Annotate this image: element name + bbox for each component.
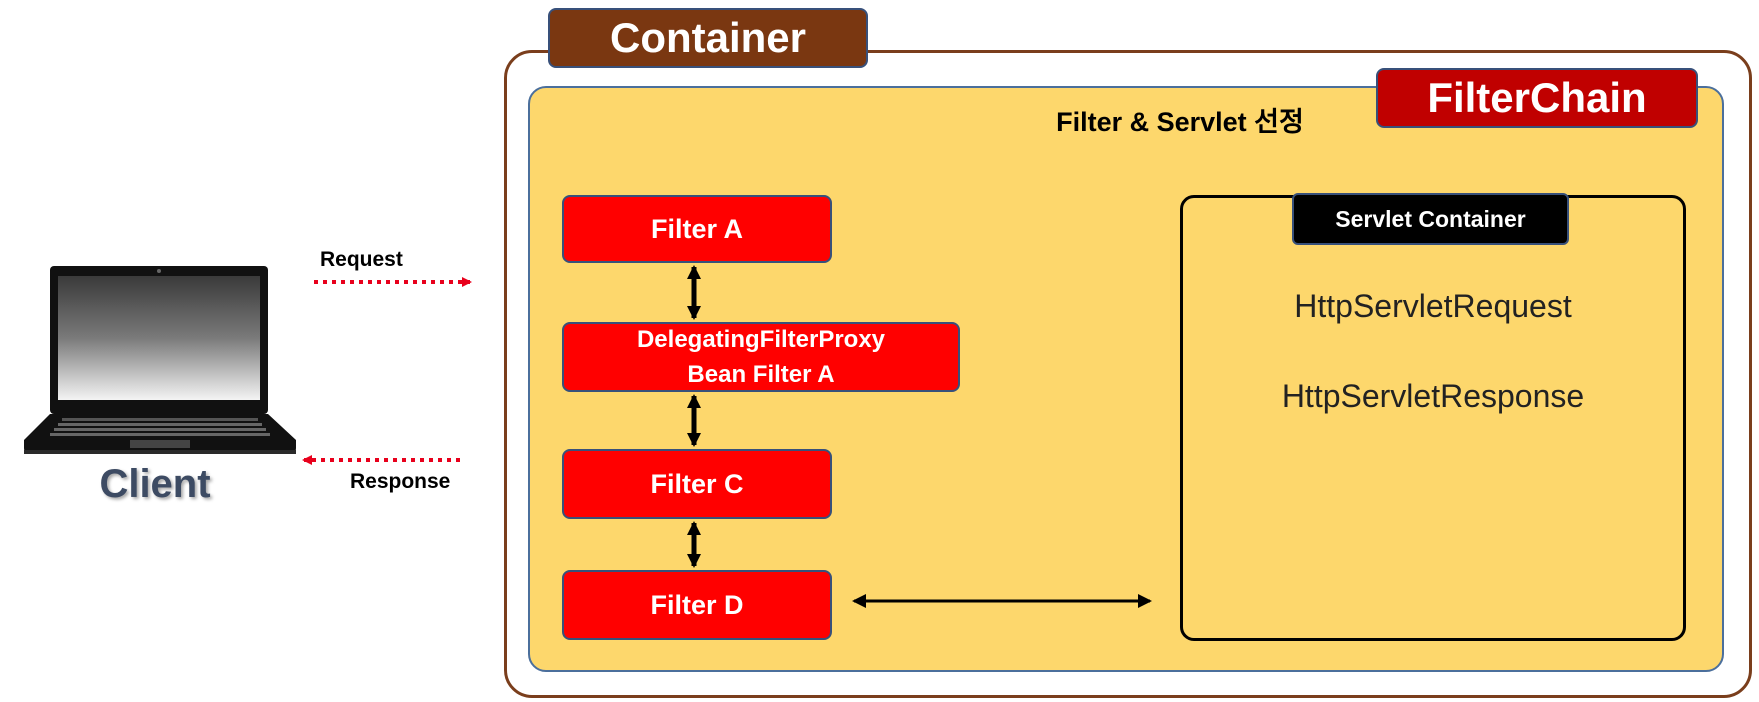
delegating-filter-proxy-box: DelegatingFilterProxy Bean Filter A bbox=[562, 322, 960, 392]
response-label: Response bbox=[350, 470, 451, 493]
filter-d-box: Filter D bbox=[562, 570, 832, 640]
servlet-container-title: Servlet Container bbox=[1292, 193, 1569, 245]
bean-filter-label: Bean Filter A bbox=[687, 361, 835, 388]
filter-c-box: Filter C bbox=[562, 449, 832, 519]
delegating-filter-proxy-label: DelegatingFilterProxy bbox=[636, 326, 886, 353]
filter-chain-title: FilterChain bbox=[1376, 68, 1698, 128]
http-servlet-request: HttpServletRequest bbox=[1294, 288, 1572, 324]
request-label: Request bbox=[320, 248, 403, 271]
filter-a-box: Filter A bbox=[562, 195, 832, 263]
http-servlet-response: HttpServletResponse bbox=[1281, 378, 1585, 414]
filter-servlet-selection-title: Filter & Servlet 선정 bbox=[1056, 107, 1304, 137]
laptop-icon bbox=[24, 266, 296, 454]
container-frame bbox=[504, 50, 1752, 698]
container-title: Container bbox=[548, 8, 868, 68]
client-label: Client bbox=[99, 462, 211, 506]
